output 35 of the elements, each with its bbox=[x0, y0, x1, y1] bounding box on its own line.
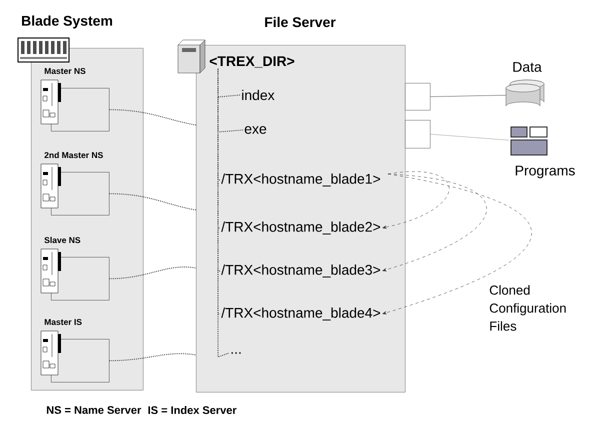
node-label: Master IS bbox=[44, 318, 82, 325]
directory-entry: exe bbox=[244, 126, 266, 134]
directory-entry: /TRX<hostname_blade1> bbox=[221, 174, 380, 186]
node-label: Data bbox=[513, 62, 542, 72]
connector bbox=[108, 266, 196, 280]
directory-entry: /TRX<hostname_blade2> bbox=[221, 222, 380, 234]
blade-server: 2nd Master NS bbox=[40, 152, 110, 216]
directory-entry: /TRX<hostname_blade4> bbox=[221, 308, 380, 320]
connector bbox=[218, 68, 230, 358]
blade-server: Slave NS bbox=[40, 236, 110, 300]
legend-text: IS = Index Server bbox=[148, 406, 236, 414]
directory-heading: <TREX_DIR> bbox=[210, 56, 294, 68]
directory-entry: ... bbox=[232, 352, 241, 354]
directory-entry: index bbox=[242, 90, 275, 100]
connector bbox=[430, 95, 506, 97]
node-label: Master NS bbox=[44, 68, 86, 74]
node-label: 2nd Master NS bbox=[44, 152, 103, 158]
connector bbox=[382, 174, 532, 314]
blade-server: Master NS bbox=[40, 68, 110, 132]
blade-server: Master IS bbox=[40, 319, 110, 382]
database-cylinder: Data bbox=[506, 62, 544, 106]
connector bbox=[108, 193, 196, 210]
node-label: Slave NS bbox=[44, 236, 80, 244]
connector bbox=[382, 174, 487, 272]
connector bbox=[108, 109, 196, 126]
annotation: Cloned Configuration Files bbox=[490, 285, 566, 331]
connector bbox=[382, 172, 450, 229]
connector-tab bbox=[405, 120, 430, 148]
connector bbox=[108, 353, 196, 362]
node-label: File Server bbox=[265, 16, 336, 28]
legend-text: NS = Name Server bbox=[46, 406, 142, 414]
node-label: Blade System bbox=[22, 15, 112, 29]
directory-entry: /TRX<hostname_blade3> bbox=[221, 264, 380, 278]
connector bbox=[430, 134, 510, 140]
connector-tab bbox=[405, 83, 430, 110]
